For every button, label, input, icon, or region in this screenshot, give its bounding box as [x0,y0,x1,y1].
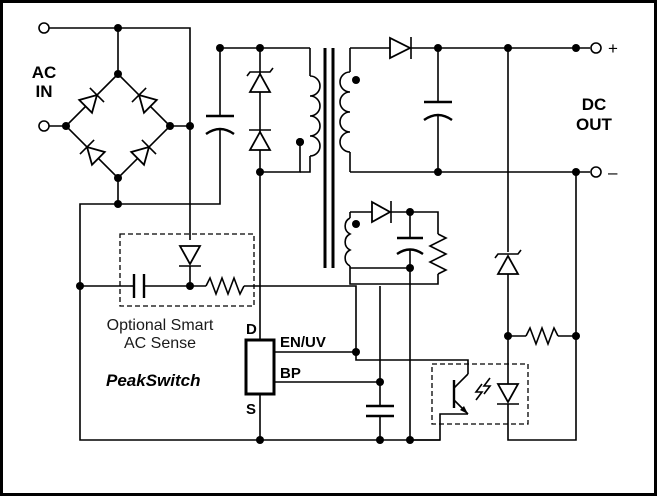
optional-sense-label: AC Sense [124,335,196,352]
dc-out-label: DC [582,95,607,114]
dc-plus-terminal [590,42,602,54]
output-capacitor-icon [423,48,453,172]
optional-sense-label: Optional Smart [107,317,214,334]
ic-body [244,338,276,396]
clamp-diode-icon [248,129,272,151]
output-stage [350,36,602,178]
bias-diode-icon [371,200,392,224]
ac-in-label: IN [36,82,53,101]
ac-terminal-top [38,22,50,34]
plus-sign-label: + [608,39,618,58]
sense-diode-icon [178,245,202,267]
pin-en-uv-label: EN/UV [280,334,326,351]
feedback-resistor-icon [525,325,559,347]
ac-in-label: AC [32,63,57,82]
peakswitch-label: PeakSwitch [106,371,201,390]
bias-supply [349,200,448,444]
dc-out-label: OUT [576,115,613,134]
transformer [296,48,360,268]
minus-sign-label: – [608,163,618,182]
sense-capacitor-icon [130,274,146,298]
bridge-rectifier [62,70,174,182]
high-voltage-rail [79,44,310,441]
optocoupler-box [431,363,529,425]
bridge-diode-icon [129,139,157,167]
ac-input-terminals [38,22,191,240]
clamp-network [246,48,304,340]
smart-ac-sense [76,233,357,352]
sense-resistor-icon [205,275,245,297]
pin-s-label: S [246,401,256,418]
bridge-diode-icon [77,87,105,115]
ac-terminal-bottom [38,120,50,132]
feedback-zener-icon [494,249,522,275]
smart-ac-sense-box [119,233,255,307]
dc-minus-terminal [590,166,602,178]
opto-transistor-icon [355,352,469,441]
bridge-diode-icon [79,139,107,167]
opto-light-arrows-icon [474,377,492,401]
feedback-network [355,48,580,441]
bp-capacitor-icon [366,286,394,440]
pin-d-label: D [246,321,257,338]
bulk-capacitor-icon [205,112,235,138]
clamp-zener-icon [246,67,274,93]
peakswitch-ic [244,338,440,444]
bridge-diode-icon [131,87,159,115]
output-rectifier-diode-icon [389,36,413,60]
bias-capacitor-icon [396,212,424,440]
pin-bp-label: BP [280,365,301,382]
opto-led-icon [496,383,520,405]
bias-resistor-icon [428,233,448,275]
